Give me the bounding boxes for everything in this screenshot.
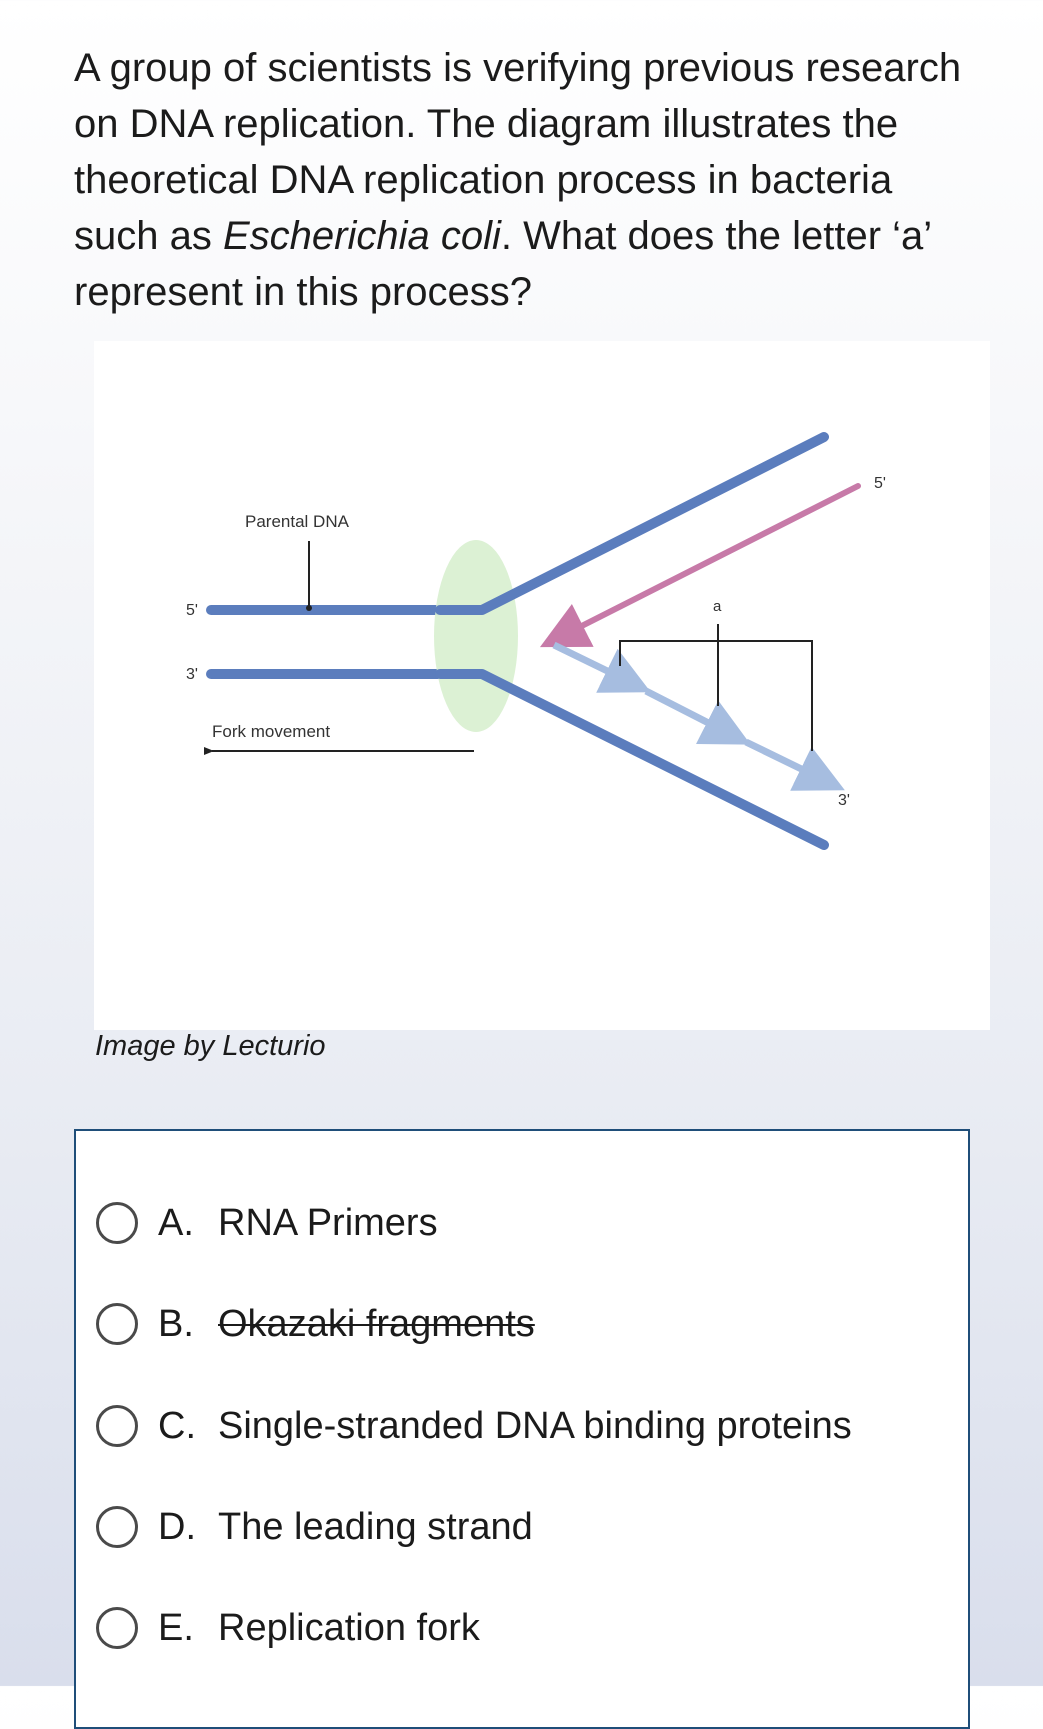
- radio-button[interactable]: [96, 1506, 138, 1548]
- helicase-ellipse: [434, 540, 518, 732]
- dna-replication-diagram: Parental DNA 5' 3' Fork movement a 5' 3': [94, 341, 990, 1030]
- diagram-svg: Parental DNA 5' 3' Fork movement a 5' 3': [186, 432, 886, 850]
- question-text: A group of scientists is verifying previ…: [74, 40, 974, 320]
- radio-button[interactable]: [96, 1607, 138, 1649]
- leading-strand: [539, 483, 861, 648]
- option-d[interactable]: D. The leading strand: [96, 1497, 533, 1557]
- answer-options: A. RNA Primers B. Okazaki fragments C. S…: [74, 1129, 970, 1729]
- option-letter: B.: [158, 1302, 194, 1345]
- option-e[interactable]: E. Replication fork: [96, 1598, 480, 1658]
- option-text: Replication fork: [218, 1606, 480, 1649]
- right-3-prime-label: 3': [838, 792, 850, 809]
- radio-button[interactable]: [96, 1303, 138, 1345]
- okazaki-fragment-2: [644, 687, 751, 745]
- option-a[interactable]: A. RNA Primers: [96, 1193, 438, 1253]
- option-c[interactable]: C. Single-stranded DNA binding proteins: [96, 1396, 852, 1456]
- parental-pointer-dot: [306, 605, 312, 611]
- option-b[interactable]: B. Okazaki fragments: [96, 1294, 535, 1354]
- option-text: The leading strand: [218, 1505, 533, 1548]
- bracket-a: [619, 640, 813, 751]
- upper-diverging-strand: [435, 432, 829, 615]
- right-5-prime-label: 5': [874, 475, 886, 492]
- radio-button[interactable]: [96, 1202, 138, 1244]
- organism-name: Escherichia coli: [222, 214, 501, 258]
- option-text: RNA Primers: [218, 1201, 438, 1244]
- lower-diverging-strand: [435, 669, 829, 850]
- question-text-part: . What does the letter ‘a’ represent in …: [74, 214, 931, 314]
- left-3-prime-label: 3': [186, 666, 198, 683]
- option-letter: E.: [158, 1606, 194, 1649]
- left-5-prime-label: 5': [186, 602, 198, 619]
- okazaki-fragment-1: [552, 641, 651, 693]
- radio-button[interactable]: [96, 1405, 138, 1447]
- option-text: Single-stranded DNA binding proteins: [218, 1404, 852, 1447]
- image-caption: Image by Lecturio: [95, 1030, 326, 1062]
- option-letter: C.: [158, 1404, 196, 1447]
- option-letter: A.: [158, 1201, 194, 1244]
- okazaki-fragment-3: [744, 738, 845, 791]
- option-letter: D.: [158, 1505, 196, 1548]
- option-text-struck: Okazaki fragments: [218, 1302, 535, 1345]
- question-text-part: A group of scientists is verifying previ…: [74, 46, 962, 258]
- a-label: a: [713, 598, 722, 615]
- parental-dna-label: Parental DNA: [245, 512, 350, 531]
- fork-movement-label: Fork movement: [212, 722, 330, 741]
